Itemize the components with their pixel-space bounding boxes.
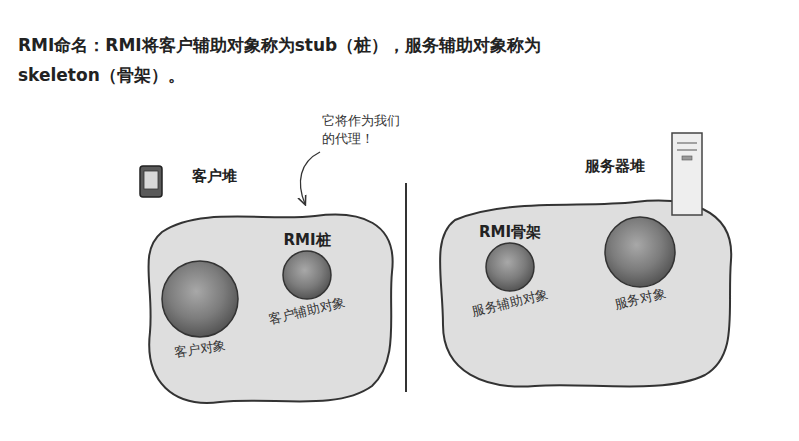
heap-label: 客户堆 <box>192 167 237 186</box>
heap-region: 客户堆客户对象RMI桩客户辅助对象 <box>140 160 402 408</box>
callout-arrow <box>300 152 320 204</box>
heap-blob <box>440 201 731 387</box>
heap-blob <box>148 215 392 403</box>
sphere-space <box>162 260 238 338</box>
phone-icon <box>140 166 162 197</box>
object-label: 客户对象 <box>173 336 227 361</box>
heap-label: 服务器堆 <box>585 157 645 176</box>
object-heading: RMI骨架 <box>479 222 541 242</box>
object-circle <box>486 243 534 291</box>
sphere-space <box>605 216 675 288</box>
title: RMI命名：RMI将客户辅助对象称为stub（桩），服务辅助对象称为 skele… <box>18 30 566 90</box>
object-circle <box>605 217 675 287</box>
object-sphere: RMI骨架服务辅助对象 <box>455 222 565 312</box>
callout-note: 它将作为我们的代理！ <box>322 112 408 148</box>
heap-outline <box>140 160 402 408</box>
object-sphere: 客户对象 <box>150 260 250 358</box>
sphere-space <box>283 250 331 300</box>
object-circle <box>283 251 331 299</box>
object-sphere: 服务对象 <box>590 216 690 308</box>
sphere-space <box>486 242 534 292</box>
heap-outline <box>435 150 740 395</box>
object-label: 客户辅助对象 <box>267 293 347 329</box>
divider-line <box>405 183 407 392</box>
object-label: 服务对象 <box>613 284 668 314</box>
heap-region: 服务器堆RMI骨架服务辅助对象服务对象 <box>435 150 740 395</box>
object-sphere: RMI桩客户辅助对象 <box>252 230 362 320</box>
object-heading: RMI桩 <box>283 230 330 250</box>
object-circle <box>162 261 238 337</box>
object-label: 服务辅助对象 <box>470 285 550 321</box>
server-icon <box>672 133 702 215</box>
